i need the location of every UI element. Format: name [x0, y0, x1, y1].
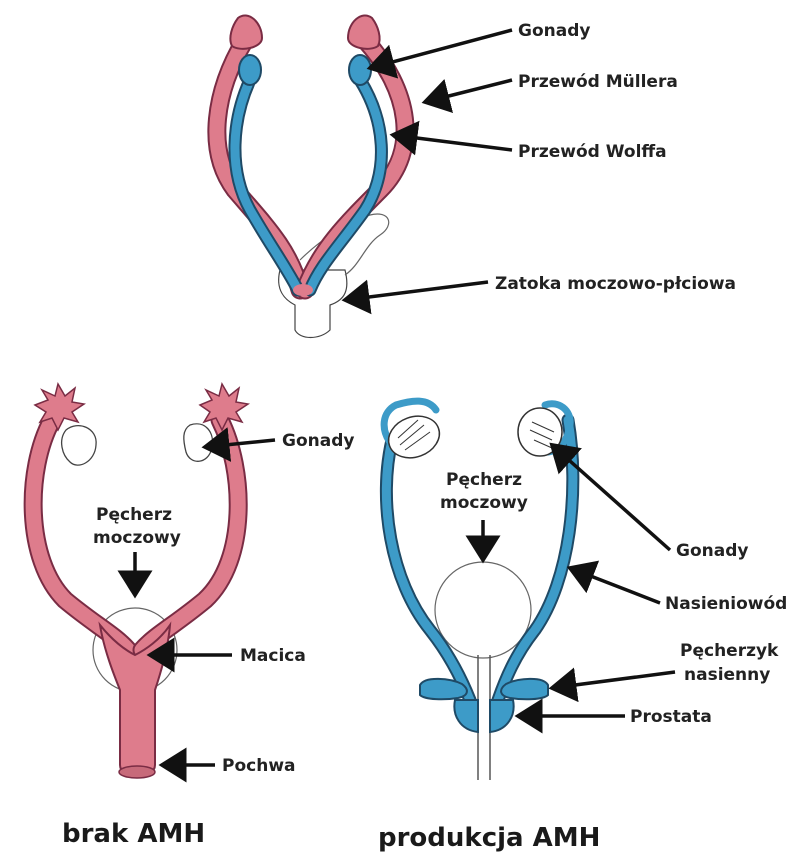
muller-funnel-left: [230, 15, 262, 48]
male-pathway: Pęcherz moczowy Gonady Nasieniowód Pęche…: [378, 401, 787, 853]
label-bladder-left-1: Pęcherz: [96, 505, 172, 525]
arrow-gonady-left: [205, 440, 275, 447]
label-gonady-right: Gonady: [676, 541, 748, 561]
undifferentiated-stage: Gonady Przewód Müllera Przewód Wolffa Za…: [217, 15, 736, 337]
label-gonady-top: Gonady: [518, 21, 590, 41]
ovary-right: [184, 424, 213, 461]
fimbria-right: [200, 384, 248, 430]
vaginal-opening: [119, 766, 155, 778]
label-gonady-left: Gonady: [282, 431, 354, 451]
ovary-left: [62, 426, 97, 466]
label-pochwa: Pochwa: [222, 756, 296, 776]
sinus-junction: [293, 284, 313, 296]
label-sinus: Zatoka moczowo-płciowa: [495, 274, 736, 294]
label-prostata: Prostata: [630, 707, 712, 727]
label-bladder-right-1: Pęcherz: [446, 470, 522, 490]
label-nasieniowod: Nasieniowód: [665, 594, 787, 614]
muller-funnel-right: [348, 15, 380, 48]
arrow-sinus: [345, 282, 488, 300]
label-muller: Przewód Müllera: [518, 72, 678, 92]
arrow-nasieniowod: [570, 568, 660, 603]
label-bladder-right-2: moczowy: [440, 493, 528, 513]
gonad-right-top: [349, 55, 371, 85]
label-pecherzyk-1: Pęcherzyk: [680, 641, 779, 661]
label-pecherzyk-2: nasienny: [684, 665, 770, 685]
label-macica: Macica: [240, 646, 306, 666]
caption-brak-amh: brak AMH: [62, 819, 205, 849]
bladder-right: [435, 562, 531, 658]
arrow-gonady-top: [370, 30, 512, 68]
label-wolff: Przewód Wolffa: [518, 142, 667, 162]
female-pathway: Gonady Pęcherz moczowy Macica Pochwa bra…: [33, 384, 354, 849]
prostate: [454, 700, 513, 732]
label-bladder-left-2: moczowy: [93, 528, 181, 548]
caption-produkcja-amh: produkcja AMH: [378, 823, 600, 853]
gonad-left-top: [239, 55, 261, 85]
arrow-pecherzyk: [552, 672, 675, 688]
arrow-muller: [425, 80, 512, 102]
